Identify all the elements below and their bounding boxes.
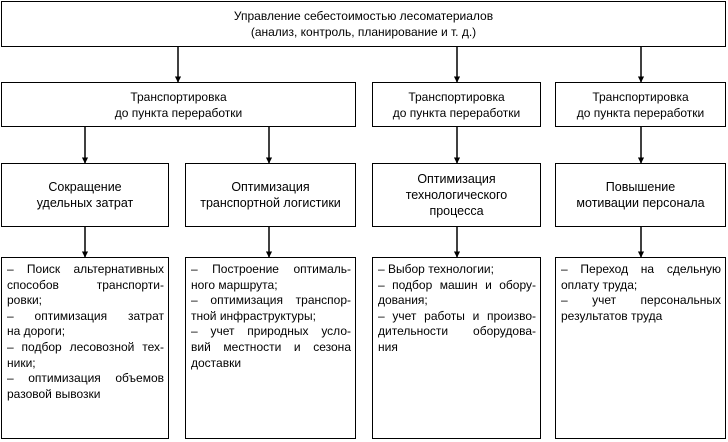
measure-1-line: – оптимизация объемов <box>7 371 164 386</box>
direction-2-line1: Оптимизация <box>231 180 310 194</box>
measure-2-line: ного маршрута; <box>191 277 278 292</box>
direction-4-line2: мотивации персонала <box>576 196 705 210</box>
transport-2-line1: Транспортировка <box>408 89 505 104</box>
direction-box-3: Оптимизация технологического процесса <box>372 163 541 227</box>
measures-box-2: – Построение оптималь- ного маршрута; – … <box>185 257 356 439</box>
measure-1-line: – Поиск альтернативных <box>7 262 164 276</box>
direction-2-line2: транспортной логистики <box>200 196 341 210</box>
measure-4-line: результатов труда <box>561 308 663 323</box>
top-management-box: Управление себестоимостью лесоматериалов… <box>1 1 726 47</box>
measure-1-line: ровки; <box>7 293 43 308</box>
transport-1-line1: Транспортировка <box>130 89 227 104</box>
transport-box-1: Транспортировка до пункта переработки <box>1 82 356 127</box>
measure-2-line: вий местности и сезона <box>191 339 351 354</box>
measure-3-line: – Выбор технологии; <box>378 262 494 276</box>
measure-1-line: ники; <box>7 355 36 370</box>
measure-3-line: – учет работы и произво- <box>378 308 536 323</box>
transport-3-line2: до пункта переработки <box>576 105 705 120</box>
transport-1-line2: до пункта переработки <box>114 105 243 120</box>
measure-4-line: – учет персональных <box>561 293 721 308</box>
measure-2-line: доставки <box>191 355 242 370</box>
direction-3-line2: технологического <box>405 188 508 202</box>
measure-4-line: – Переход на сдельную <box>561 262 721 276</box>
measure-2-line: – Построение оптималь- <box>191 262 351 276</box>
direction-box-4: Повышение мотивации персонала <box>555 163 726 227</box>
measure-1-line: на дороги; <box>7 324 66 339</box>
direction-3-line1: Оптимизация <box>417 172 496 186</box>
measures-box-4: – Переход на сдельную оплату труда; – уч… <box>555 257 726 439</box>
measure-2-line: – учет природных усло- <box>191 324 351 339</box>
measure-3-line: дования; <box>378 293 428 308</box>
top-title-line2: (анализ, контроль, планирование и т. д.) <box>250 25 477 39</box>
transport-2-line2: до пункта переработки <box>392 105 521 120</box>
measure-1-line: – подбор лесовозной тех- <box>7 339 164 354</box>
measure-3-line: ния <box>378 339 398 354</box>
measure-2-line: тной инфраструктуры; <box>191 308 316 323</box>
direction-box-2: Оптимизация транспортной логистики <box>185 163 356 227</box>
measure-4-line: оплату труда; <box>561 277 638 292</box>
top-title-line1: Управление себестоимостью лесоматериалов <box>233 9 494 23</box>
direction-1-line1: Сокращение <box>48 180 122 194</box>
measure-1-line: разовой вывозки <box>7 386 101 401</box>
direction-1-line2: удельных затрат <box>36 196 134 210</box>
transport-3-line1: Транспортировка <box>592 89 689 104</box>
measures-box-1: – Поиск альтернативных способов транспор… <box>1 257 169 439</box>
direction-3-line3: процесса <box>429 204 484 218</box>
direction-4-line1: Повышение <box>605 180 676 194</box>
measure-1-line: способов транспорти- <box>7 277 164 292</box>
direction-box-1: Сокращение удельных затрат <box>1 163 169 227</box>
measure-3-line: дительности оборудова- <box>378 324 536 339</box>
measure-1-line: – оптимизация затрат <box>7 308 164 323</box>
measure-2-line: – оптимизация транспор- <box>191 293 351 308</box>
transport-box-3: Транспортировка до пункта переработки <box>555 82 726 127</box>
measure-3-line: – подбор машин и обору- <box>378 277 536 292</box>
transport-box-2: Транспортировка до пункта переработки <box>372 82 541 127</box>
measures-box-3: – Выбор технологии; – подбор машин и обо… <box>372 257 541 439</box>
